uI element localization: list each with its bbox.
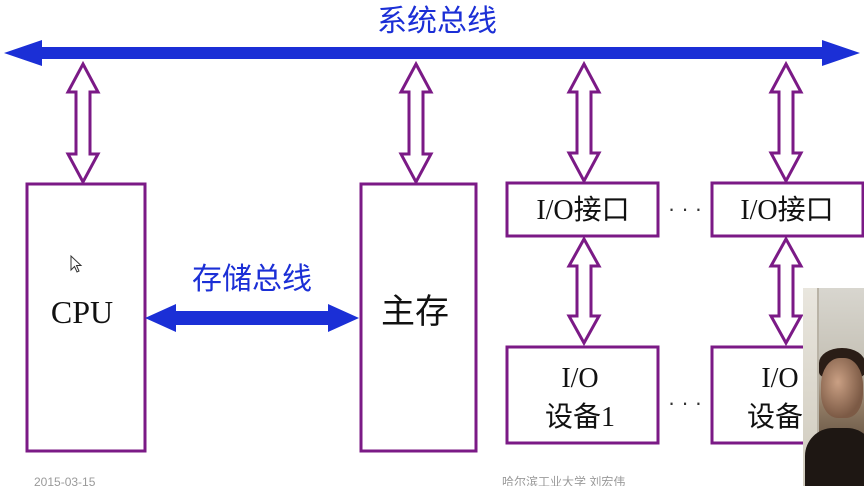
io-2-interface-device-connector [768,235,804,347]
footer-date: 2015-03-15 [34,475,96,486]
webcam-presenter-shoulder [805,428,864,486]
cpu-box [25,182,147,453]
memory-system-bus-connector [398,60,434,186]
cpu-system-bus-connector [65,60,101,186]
io-device-1-label-line1: I/O [561,363,598,394]
ellipsis-devices: · · · [668,390,702,415]
io-interface-1-system-bus-connector [566,60,602,185]
memory-box [359,182,478,453]
io-interface-2-label: I/O接口 [740,194,833,226]
io-interface-2-system-bus-connector [768,60,804,185]
io-device-1-box [505,345,660,445]
system-bus-arrow [4,40,860,66]
io-device-1-label-line2: 设备1 [545,401,615,433]
footer-author: 哈尔滨工业大学 刘宏伟 [502,474,625,486]
mouse-pointer-icon [70,254,83,273]
io-device-2-label-line1: I/O [761,363,798,394]
storage-bus-arrow [145,304,359,332]
storage-bus-label: 存储总线 [192,262,312,297]
webcam-presenter-face [821,358,863,418]
io-device-2-label-line2: 设备 [747,401,803,433]
io-interface-1-box [505,181,660,238]
ellipsis-interfaces: · · · [668,196,702,221]
io-interface-2-box [710,181,864,238]
io-1-interface-device-connector [566,235,602,347]
system-bus-label: 系统总线 [377,4,497,39]
memory-label: 主存 [381,293,449,331]
io-interface-1-label: I/O接口 [536,194,629,226]
cpu-label: CPU [51,294,113,330]
presenter-webcam-overlay [803,288,864,486]
